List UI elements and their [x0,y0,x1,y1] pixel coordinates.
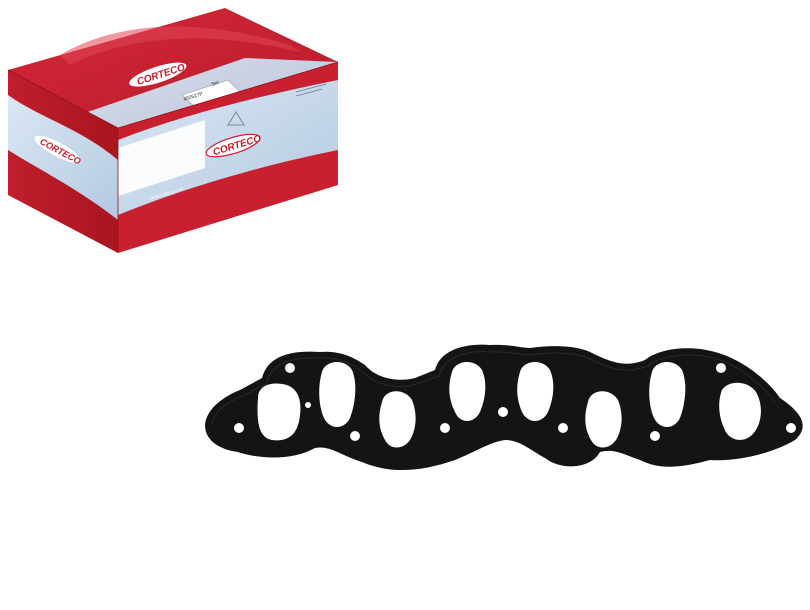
box-right-white-window [118,120,205,196]
gasket-outline-highlight [211,351,776,426]
gasket-body [205,344,803,471]
box-sticker-type: Set [211,80,221,88]
box-top-swoosh [60,26,300,65]
box-fine-print [295,83,327,93]
box-recycle-icon [227,111,245,126]
